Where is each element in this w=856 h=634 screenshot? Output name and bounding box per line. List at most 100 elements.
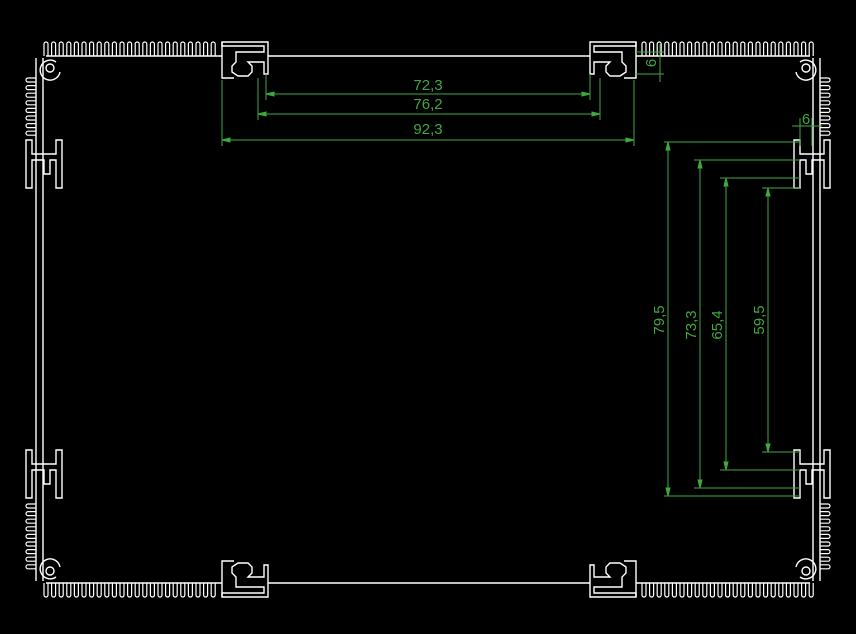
fin-bottom <box>187 583 193 598</box>
arrows-79-5 <box>665 141 671 497</box>
screw-hole-bottom-right <box>801 566 811 576</box>
fin-bottom <box>747 583 753 598</box>
fin-bottom <box>679 583 685 598</box>
fin-left <box>25 556 36 562</box>
fin-bottom <box>180 583 186 598</box>
fin-right <box>820 130 831 136</box>
fin-left <box>25 526 36 532</box>
fin-right <box>820 503 831 509</box>
fin-top <box>687 41 693 56</box>
fin-bottom <box>732 583 738 598</box>
fin-bottom <box>671 583 677 598</box>
dim-text-92-3: 92,3 <box>413 121 442 138</box>
fin-top <box>649 41 655 56</box>
fin-bottom <box>149 583 155 598</box>
fin-bottom <box>717 583 723 598</box>
fin-top <box>180 41 186 56</box>
arrows-76-2 <box>257 111 601 117</box>
cooling-fins <box>25 41 831 598</box>
fin-top <box>81 41 87 56</box>
slot-top-right <box>589 41 637 77</box>
fin-bottom <box>649 583 655 598</box>
fin-bottom <box>73 583 79 598</box>
screw-hole-bottom-left <box>45 566 55 576</box>
fin-bottom <box>165 583 171 598</box>
fin-top <box>717 41 723 56</box>
fin-bottom <box>142 583 148 598</box>
fin-bottom <box>702 583 708 598</box>
fin-top <box>119 41 125 56</box>
fin-right <box>820 123 831 129</box>
fin-bottom <box>763 583 769 598</box>
fin-top <box>51 41 57 56</box>
dim-text-76-2: 76,2 <box>413 96 442 113</box>
fin-top <box>808 41 814 56</box>
slot-bottom-right-side <box>624 560 637 597</box>
fin-top <box>127 41 133 56</box>
fin-bottom <box>740 583 746 598</box>
slot-bottom-left <box>221 562 269 598</box>
fin-right <box>820 564 831 570</box>
fin-top <box>740 41 746 56</box>
fin-top <box>73 41 79 56</box>
fin-left <box>25 541 36 547</box>
fin-right <box>820 526 831 532</box>
arrows-65-4 <box>723 177 729 471</box>
fin-top <box>641 41 647 56</box>
fin-top <box>664 41 670 56</box>
fin-top <box>157 41 163 56</box>
fin-right <box>820 556 831 562</box>
fin-bottom <box>66 583 72 598</box>
fin-bottom <box>195 583 201 598</box>
fin-top <box>149 41 155 56</box>
fin-top <box>785 41 791 56</box>
fin-bottom <box>656 583 662 598</box>
fin-bottom <box>104 583 110 598</box>
fin-top <box>656 41 662 56</box>
fin-top <box>111 41 117 56</box>
fin-left <box>25 130 36 136</box>
fin-bottom <box>89 583 95 598</box>
fin-top <box>104 41 110 56</box>
fin-top <box>43 41 49 56</box>
fin-top <box>755 41 761 56</box>
fin-top <box>694 41 700 56</box>
slot-top-left <box>221 41 269 77</box>
fin-bottom <box>801 583 807 598</box>
fin-bottom <box>641 583 647 598</box>
fin-top <box>671 41 677 56</box>
fin-bottom <box>664 583 670 598</box>
screw-boss-bottom-left <box>39 558 61 580</box>
fin-bottom <box>172 583 178 598</box>
fin-top <box>702 41 708 56</box>
dim-text-65-4: 65,4 <box>709 310 726 339</box>
fin-left <box>25 511 36 517</box>
arrows-59-5 <box>765 187 771 453</box>
fin-left <box>25 100 36 106</box>
screw-boss-top-left <box>39 59 61 81</box>
slot-bottom-left-side <box>221 560 234 597</box>
fin-right <box>820 511 831 517</box>
fin-top <box>763 41 769 56</box>
slot-bottom-right <box>589 562 637 598</box>
fin-left <box>25 518 36 524</box>
fin-top <box>66 41 72 56</box>
fin-top <box>89 41 95 56</box>
fin-right <box>820 541 831 547</box>
fin-top <box>195 41 201 56</box>
slot-left-lower <box>25 449 63 499</box>
screw-boss-top-right <box>795 59 817 81</box>
fin-bottom <box>808 583 814 598</box>
fin-bottom <box>709 583 715 598</box>
fin-top <box>709 41 715 56</box>
fin-top <box>187 41 193 56</box>
fin-top <box>210 41 216 56</box>
fin-top <box>58 41 64 56</box>
fin-right <box>820 100 831 106</box>
dim-text-73-3: 73,3 <box>683 310 700 339</box>
arrows-73-3 <box>697 159 703 489</box>
fin-left <box>25 85 36 91</box>
arrows-72-3 <box>265 91 591 97</box>
fin-left <box>25 115 36 121</box>
